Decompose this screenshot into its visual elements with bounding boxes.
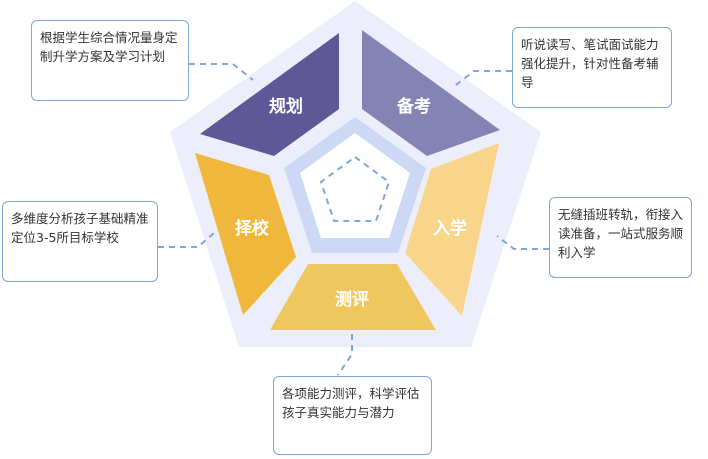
segment-school [195, 153, 296, 315]
segment-exam-label: 备考 [396, 96, 431, 117]
connector-enroll [496, 235, 549, 250]
segment-assess [270, 264, 436, 330]
segment-enroll [405, 143, 499, 316]
segment-plan [200, 33, 339, 156]
connector-plan [189, 63, 254, 81]
box-plan: 根据学生综合情况量身定制升学方案及学习计划 [31, 20, 189, 101]
box-assess: 各项能力测评，科学评估孩子真实能力与潜力 [273, 376, 432, 455]
segment-school-label: 择校 [235, 218, 270, 239]
box-enroll: 无缝插班转轨，衔接入读准备，一站式服务顺利入学 [549, 197, 692, 278]
segment-enroll-label: 入学 [433, 218, 467, 239]
box-exam: 听说读写、笔试面试能力强化提升，针对性备考辅导 [512, 27, 672, 108]
box-school: 多维度分析孩子基础精准定位3-5所目标学校 [2, 201, 158, 282]
segment-exam [362, 30, 500, 156]
connector-school [158, 231, 216, 248]
segment-plan-label: 规划 [269, 96, 303, 117]
connector-assess [337, 334, 353, 376]
segment-assess-label: 测评 [335, 289, 369, 310]
inner-core [300, 133, 410, 238]
connector-exam [451, 70, 512, 89]
inner-dashed-pentagon [319, 155, 391, 222]
